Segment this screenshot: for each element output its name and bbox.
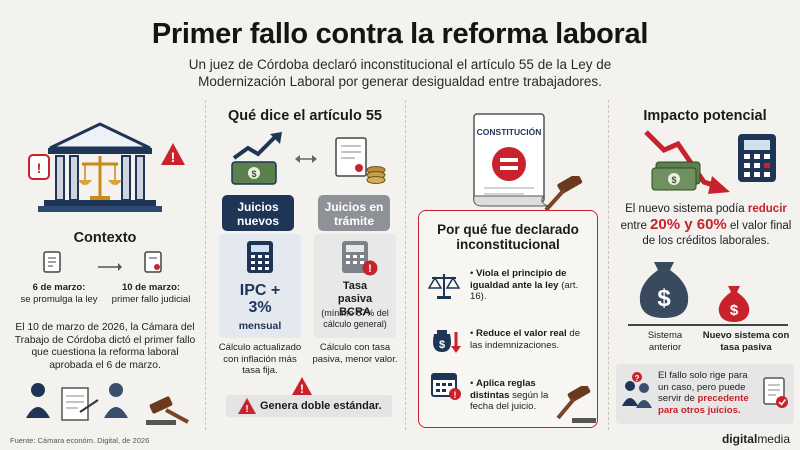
baseline	[628, 324, 788, 326]
svg-text:$: $	[671, 175, 676, 185]
new-cases-rate-sub: mensual	[238, 320, 282, 332]
pending-cases-rate-sub: (mínimo 67% del cálculo general)	[321, 308, 389, 329]
precedent-bold: precedente para otros juicios.	[658, 393, 749, 416]
brand-part1: digital	[721, 432, 758, 446]
calculator-icon	[342, 241, 368, 273]
money-decrease-icon: $	[428, 324, 462, 359]
svg-text:$: $	[730, 302, 739, 319]
gavel-icon	[554, 383, 598, 431]
calculator-icon	[247, 241, 273, 273]
svg-text:!: !	[171, 149, 176, 165]
reason-bold: Viola el principio de igualdad ante la l…	[470, 268, 567, 291]
svg-text:!: !	[245, 404, 248, 414]
svg-text:?: ?	[635, 374, 640, 383]
reason-rest: de las indemnizaciones.	[470, 328, 581, 351]
impact-text-before: El nuevo sistema podía	[625, 203, 745, 215]
constitution-label: CONSTITUCIÓN	[476, 127, 542, 137]
warning-icon: !	[238, 398, 256, 414]
money-drop-icon: $	[642, 126, 792, 203]
gavel-icon	[144, 392, 196, 431]
people-question-icon: ?	[622, 372, 652, 408]
calendar-icon: !	[430, 370, 462, 405]
warning-icon: !	[291, 376, 313, 401]
pending-cases-note: Cálculo con tasa pasiva, menor valor.	[312, 342, 398, 365]
svg-text:$: $	[657, 285, 671, 312]
money-bag-large-icon: $	[636, 254, 692, 325]
exchange-arrow-icon	[295, 152, 317, 171]
divider	[608, 100, 609, 430]
label-juicios-nuevos: Juicios nuevos	[222, 195, 294, 231]
pending-cases-card: ! Tasa pasiva BCRA (mínimo 67% del cálcu…	[314, 234, 396, 338]
page-subtitle: Un juez de Córdoba declaró inconstitucio…	[188, 57, 612, 89]
bag-old-label: Sistema anterior	[647, 330, 683, 353]
impacto-heading: Impacto potencial	[643, 108, 767, 124]
label-juicios-tramite: Juicios en trámite	[318, 195, 390, 231]
signing-people-icon	[16, 378, 136, 429]
contexto-body: El 10 de marzo de 2026, la Cámara del Tr…	[14, 322, 196, 371]
precedent-text: El fallo solo rige para un caso, pero pu…	[658, 370, 756, 416]
inconstitucional-heading: Por qué fue declarado inconstitucional	[437, 222, 579, 252]
svg-text:$: $	[439, 339, 445, 351]
scales-icon	[427, 270, 461, 305]
articulo-heading: Qué dice el artículo 55	[228, 108, 382, 124]
timeline-item: 10 de marzo: primer fallo judicial	[100, 282, 202, 305]
new-cases-rate: IPC + 3%	[239, 282, 281, 316]
precedent-before: El fallo solo rige para un caso, pero pu…	[658, 370, 748, 404]
svg-text:!: !	[37, 160, 42, 176]
reason-rest: (art. 16).	[470, 279, 579, 303]
page-title: Primer fallo contra la reforma laboral	[151, 18, 649, 50]
source-footer: Fuente: Cámara económ. Digital, de 2026	[10, 436, 150, 445]
new-cases-note: Cálculo actualizado con inflación más ta…	[218, 342, 302, 376]
impact-range: 20% y 60%	[650, 216, 727, 233]
hazard-icon: !	[160, 142, 186, 171]
courthouse-icon	[30, 120, 170, 220]
timeline-date: 10 de marzo:	[121, 282, 181, 293]
timeline-date: 6 de marzo:	[32, 282, 86, 293]
timeline-text: se promulga la ley	[20, 293, 98, 305]
alert-icon: !	[362, 260, 378, 276]
impact-text-mid: entre	[620, 220, 647, 232]
new-cases-card: IPC + 3% mensual	[219, 234, 301, 338]
reason-bold: Aplica reglas distintas	[470, 378, 536, 401]
document-icon	[40, 250, 64, 279]
bag-new-label: Nuevo sistema con tasa pasiva	[702, 330, 790, 353]
reason-item: • Reduce el valor real de las indemnizac…	[470, 328, 581, 351]
timeline-text: primer fallo judicial	[111, 293, 191, 305]
document-check-icon	[763, 377, 788, 408]
svg-text:!: !	[454, 390, 457, 400]
reason-rest: según la fecha del juicio.	[470, 389, 549, 413]
impact-text-verb: reducir	[747, 203, 787, 215]
reason-item: • Aplica reglas distintas según la fecha…	[470, 378, 549, 413]
contexto-heading: Contexto	[73, 230, 137, 246]
signed-document-icon	[141, 250, 165, 279]
arrow-right-icon	[98, 259, 122, 277]
svg-text:!: !	[368, 263, 372, 275]
reason-bold: Reduce el valor real	[476, 328, 567, 339]
timeline-item: 6 de marzo: se promulga la ley	[14, 282, 104, 305]
divider	[205, 100, 206, 430]
precedent-box: ? El fallo solo rige para un caso, pero …	[616, 364, 794, 424]
brand-logo: digitalmedia	[722, 432, 790, 446]
reason-item: • Viola el principio de igualdad ante la…	[470, 268, 579, 303]
warning-box: ! Genera doble estándar.	[226, 395, 392, 417]
brand-part2: media	[757, 432, 790, 446]
money-growth-icon: $	[228, 132, 288, 193]
money-bag-small-icon: $	[716, 282, 752, 329]
svg-text:$: $	[251, 169, 256, 179]
pending-cases-rate: Tasa pasiva BCRA	[337, 280, 373, 318]
flag-icon: !	[26, 152, 52, 187]
impact-text-after: el valor final de los créditos laborales…	[642, 220, 792, 247]
impact-text: El nuevo sistema podía reducir entre 20%…	[618, 202, 794, 249]
constitution-document-icon	[468, 110, 558, 215]
svg-text:!: !	[300, 382, 304, 396]
warning-text: Genera doble estándar.	[260, 400, 382, 412]
divider	[405, 100, 406, 430]
case-file-icon	[330, 134, 390, 195]
